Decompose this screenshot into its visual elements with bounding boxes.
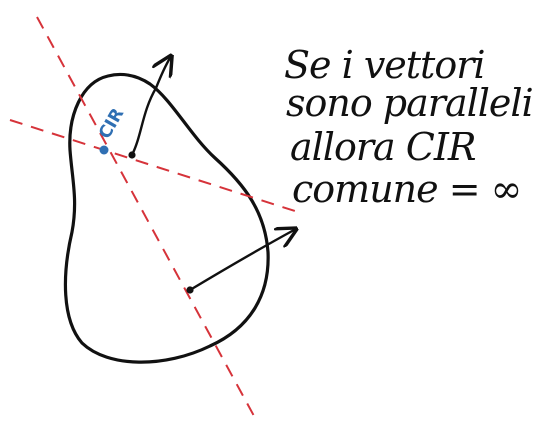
note-line-3: allora CIR	[290, 125, 476, 169]
note-line-1: Se i vettori	[284, 43, 485, 87]
note-line-2: sono paralleli	[286, 81, 533, 125]
application-point-2	[186, 286, 194, 294]
cir-label: CIR	[95, 105, 128, 143]
cir-point	[99, 145, 109, 155]
rigid-body-outline	[63, 72, 270, 364]
note-line-4: comune = ∞	[292, 167, 521, 211]
handwritten-note: Se i vettori sono paralleli allora CIR c…	[284, 43, 534, 211]
perpendicular-line-1	[36, 16, 255, 417]
perpendicular-line-2	[9, 119, 299, 213]
application-point-1	[128, 151, 136, 159]
velocity-vector-2	[188, 230, 294, 292]
velocity-vector-1	[130, 58, 170, 157]
